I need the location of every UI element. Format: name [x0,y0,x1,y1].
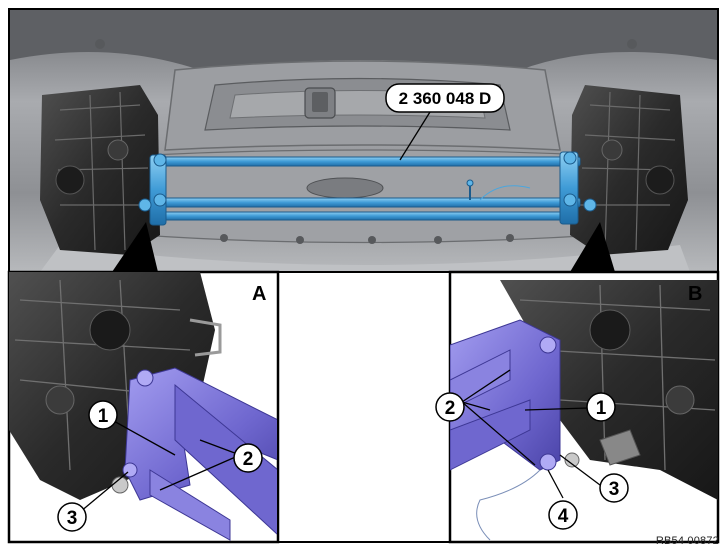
pointer-wedge-b [570,222,615,272]
svg-text:1: 1 [596,398,607,419]
callout-a-2: 2 [233,443,263,473]
tool-number: 2 360 048 D [399,89,492,108]
callout-b-1: 1 [586,392,616,422]
detail-panel-a: A 1 2 3 [7,270,280,544]
svg-text:4: 4 [558,506,569,527]
left-hinge-mechanism [40,85,160,255]
overview-view: 2 360 048 D [10,10,717,272]
panel-a-letter: A [252,283,266,305]
right-hinge-mechanism [570,85,688,255]
svg-text:3: 3 [609,479,620,500]
callout-a-3: 3 [57,502,87,532]
special-tool-frame [138,151,597,226]
tool-leader-line [399,111,431,161]
svg-text:2: 2 [243,449,254,470]
callout-a-1: 1 [88,400,118,430]
reference-code: RB54 00872 [655,535,719,547]
callout-b-3: 3 [599,473,629,503]
callout-b-2: 2 [435,392,465,422]
detail-panel-b: B 1 2 3 4 [435,270,720,544]
panel-b-letter: B [688,283,702,305]
tool-number-box [385,83,505,113]
callout-b-4: 4 [548,500,578,530]
svg-text:3: 3 [67,508,78,529]
pointer-wedge-a [112,222,158,272]
svg-text:1: 1 [98,406,109,427]
svg-text:2: 2 [445,398,456,419]
